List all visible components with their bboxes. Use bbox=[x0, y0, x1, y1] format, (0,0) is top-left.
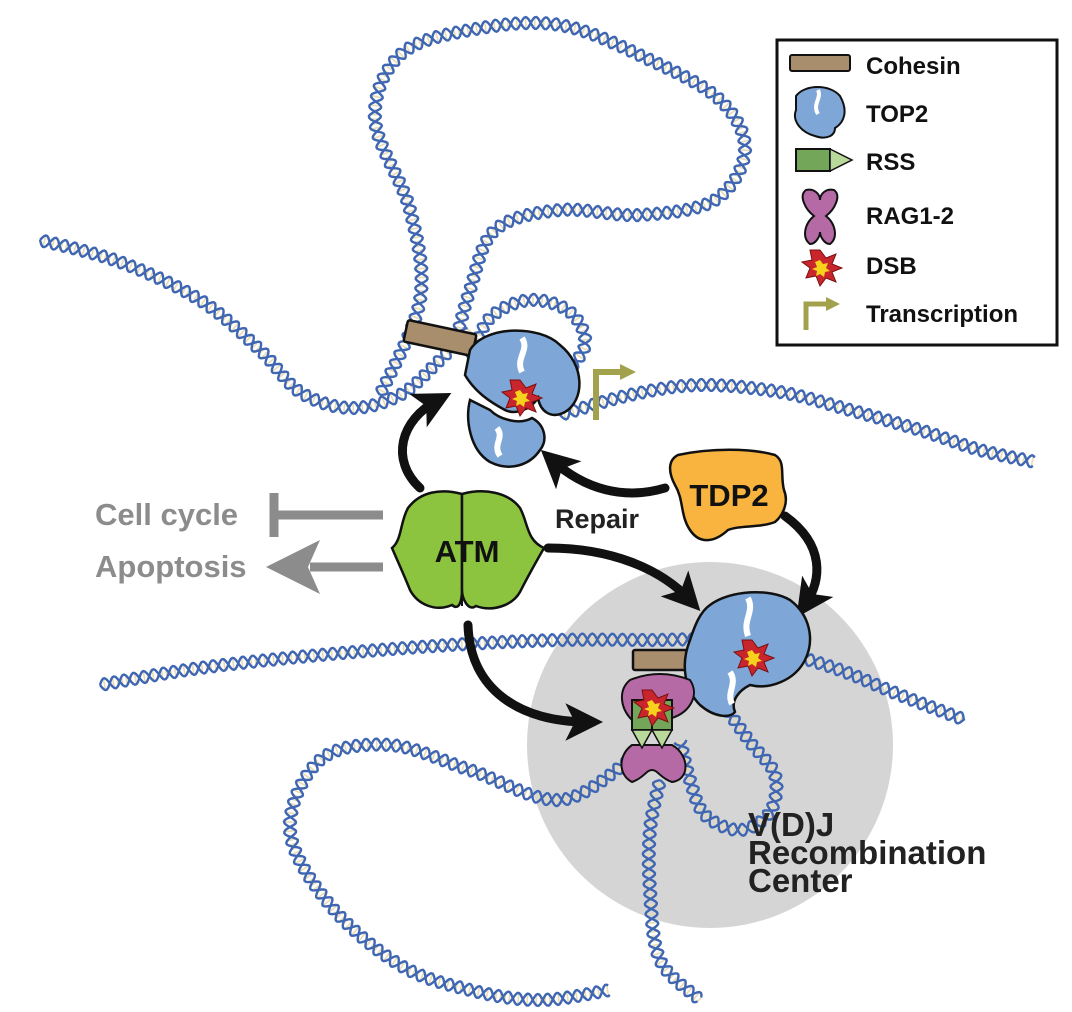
tdp2-protein: TDP2 bbox=[670, 450, 786, 540]
atm-effects bbox=[266, 493, 383, 594]
legend-label-top2: TOP2 bbox=[866, 101, 928, 128]
legend-label-rag: RAG1-2 bbox=[866, 203, 954, 230]
cell-cycle-label: Cell cycle bbox=[95, 497, 238, 532]
dna-strand-right-arm bbox=[560, 379, 1035, 467]
apoptosis-label: Apoptosis bbox=[95, 549, 247, 584]
upper-transcription-icon bbox=[596, 364, 636, 420]
legend-label-rss: RSS bbox=[866, 149, 915, 176]
repair-label: Repair bbox=[555, 504, 640, 534]
tdp2-label: TDP2 bbox=[689, 478, 768, 513]
cohesin-icon bbox=[790, 55, 850, 71]
upper-top2 bbox=[465, 331, 579, 467]
legend-label-transcription: Transcription bbox=[866, 301, 1018, 328]
legend-label-cohesin: Cohesin bbox=[866, 53, 961, 80]
center-label-line3: Center bbox=[748, 862, 853, 899]
atm-protein: ATM bbox=[392, 491, 544, 608]
legend-box bbox=[777, 40, 1057, 345]
arrow-tdp2-to-upper-top2 bbox=[552, 460, 665, 493]
atm-label: ATM bbox=[435, 534, 500, 569]
legend-label-dsb: DSB bbox=[866, 253, 917, 280]
arrow-atm-to-upper-top2 bbox=[402, 400, 438, 488]
legend: Cohesin TOP2 RSS RAG1-2 DSB Transcriptio… bbox=[777, 40, 1057, 345]
